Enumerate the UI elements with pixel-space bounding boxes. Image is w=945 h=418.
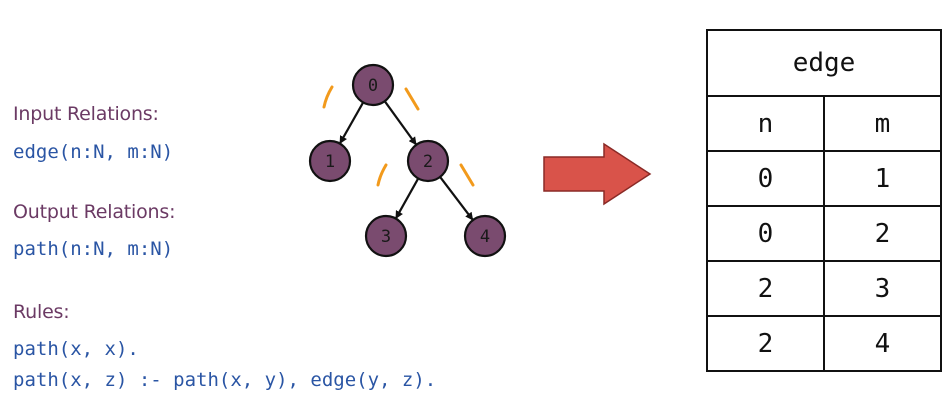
table-cell: 2 (706, 315, 825, 372)
output-relations-heading: Output Relations: (13, 201, 176, 223)
input-relations-code: edge(n:N, m:N) (13, 141, 174, 163)
table-cell: 0 (706, 205, 825, 262)
table-title: edge (706, 29, 942, 97)
rule-line-2: path(x, z) :- path(x, y), edge(y, z). (13, 369, 437, 391)
graph-node-4 (463, 214, 507, 258)
column-header-n: n (706, 95, 825, 152)
branch-tick-mark (459, 163, 475, 187)
graph-edge (383, 100, 417, 146)
table-header-row: n m (706, 95, 942, 152)
graph-node-label: 1 (325, 152, 335, 172)
graph-node-3 (364, 214, 408, 258)
rules-heading: Rules: (13, 301, 70, 323)
graph-node-label: 4 (480, 227, 490, 247)
column-header-m: m (823, 95, 942, 152)
table-row: 2 3 (706, 260, 942, 317)
table-row: 2 4 (706, 315, 942, 372)
graph-node-label: 0 (368, 76, 378, 96)
rule-line-1: path(x, x). (13, 338, 139, 360)
transform-arrow-icon (543, 142, 652, 206)
input-relations-heading: Input Relations: (13, 103, 159, 125)
table-cell: 2 (706, 260, 825, 317)
graph-edge (439, 176, 474, 221)
graph-node-2 (406, 139, 450, 183)
graph-edge (339, 101, 365, 145)
graph-node-1 (308, 139, 352, 183)
table-cell: 3 (823, 260, 942, 317)
table-cell: 4 (823, 315, 942, 372)
graph-node-0 (351, 63, 395, 107)
output-relations-code: path(n:N, m:N) (13, 238, 174, 260)
branch-tick-mark (404, 87, 420, 111)
branch-tick-mark (322, 85, 334, 109)
graph-node-label: 2 (423, 152, 433, 172)
table-cell: 1 (823, 150, 942, 207)
table-row: 0 1 (706, 150, 942, 207)
graph-edge (395, 177, 420, 219)
table-cell: 2 (823, 205, 942, 262)
table-cell: 0 (706, 150, 825, 207)
branch-tick-mark (376, 163, 388, 187)
tree-graph: 0 1 2 3 4 (308, 63, 507, 258)
edge-relation-table: edge n m 0 1 0 2 2 3 2 4 (706, 29, 942, 372)
table-row: 0 2 (706, 205, 942, 262)
graph-node-label: 3 (381, 227, 391, 247)
